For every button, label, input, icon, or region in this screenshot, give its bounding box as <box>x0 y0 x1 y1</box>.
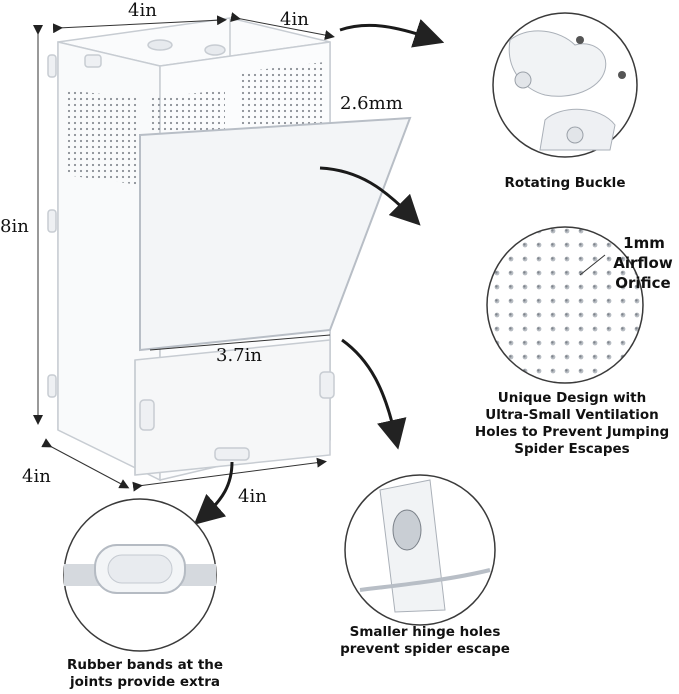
orifice-label-line-2: Orifice <box>615 274 671 292</box>
ventilation-caption-line-4: Spider Escapes <box>514 441 630 457</box>
enclosure <box>47 17 412 482</box>
door-width-label: 3.7in <box>216 345 262 366</box>
top-width-label: 4in <box>128 0 157 21</box>
rubber-band-inset <box>63 498 217 652</box>
rubber-band-caption-line-1: Rubber bands at the <box>66 657 224 673</box>
height-label: 8in <box>0 216 29 237</box>
orifice-size-label: 1mm <box>623 234 665 252</box>
bottom-width-label: 4in <box>238 486 267 507</box>
rotating-buckle-inset <box>492 12 638 158</box>
bottom-depth-label: 4in <box>22 466 51 487</box>
ventilation-caption-line-2: Ultra-Small Ventilation <box>485 407 659 423</box>
hinge-caption-line-2: prevent spider escape <box>340 641 510 657</box>
top-depth-label: 4in <box>280 9 309 30</box>
door-thickness-label: 2.6mm <box>340 93 403 114</box>
hinge-caption-line-1: Smaller hinge holes <box>349 624 501 640</box>
callout-arrows <box>193 19 445 525</box>
airflow-orifice-inset <box>486 226 644 384</box>
ventilation-caption-line-1: Unique Design with <box>497 390 647 406</box>
rubber-band-caption-line-2: joints provide extra <box>70 674 220 690</box>
orifice-label-line-1: Airflow <box>613 254 673 272</box>
hinge-inset <box>344 474 496 626</box>
rotating-buckle-caption: Rotating Buckle <box>504 175 626 191</box>
ventilation-caption-line-3: Holes to Prevent Jumping <box>474 424 670 440</box>
dimension-lines <box>33 12 335 492</box>
